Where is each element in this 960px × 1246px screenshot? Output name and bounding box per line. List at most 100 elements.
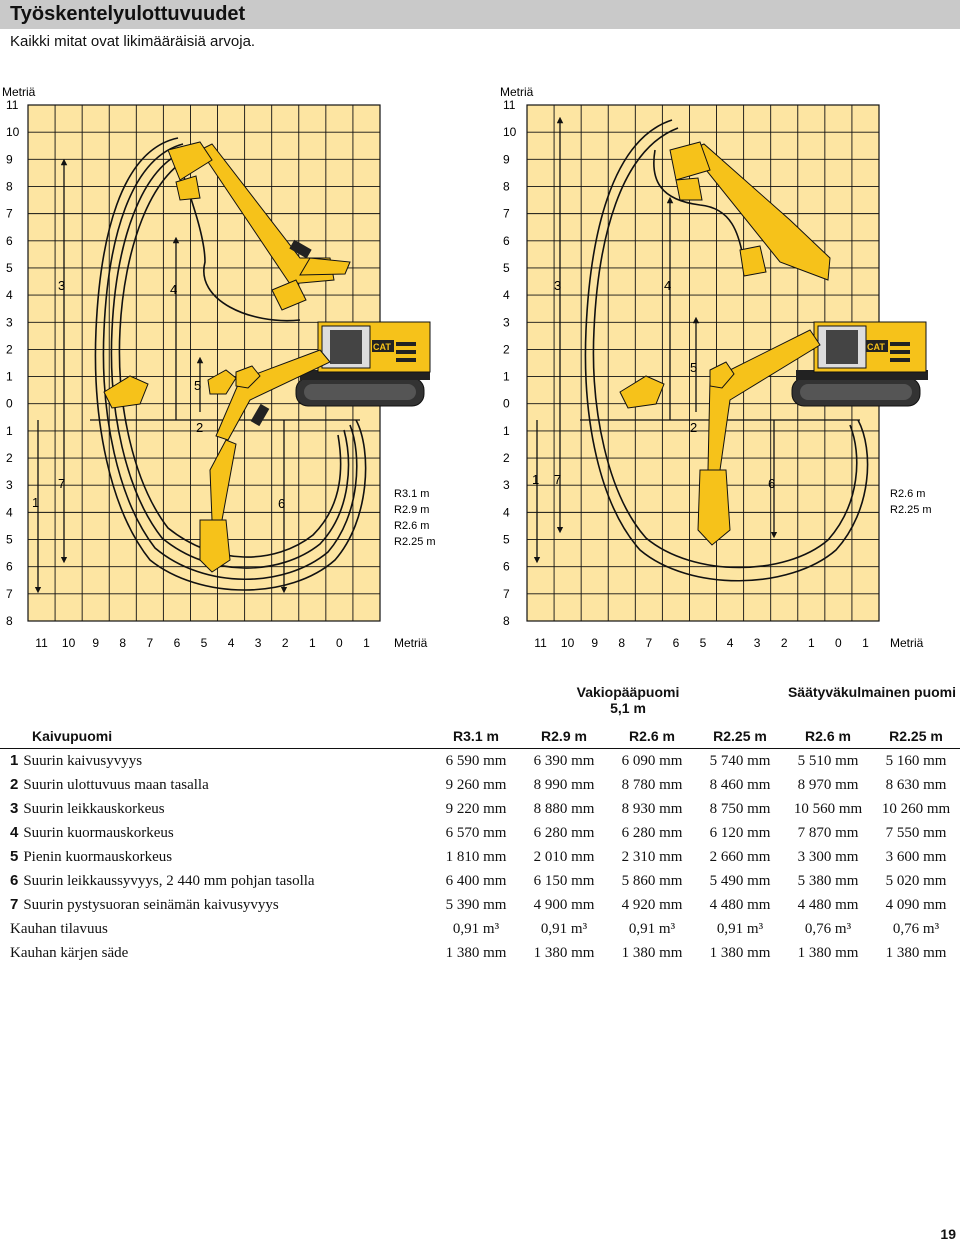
table-cell: 9 260 mm [445, 776, 507, 793]
y-tick-label: 11 [503, 98, 516, 112]
table-cell: 4 090 mm [885, 896, 947, 913]
y-tick-label: 1 [6, 424, 13, 438]
table-cell: 10 560 mm [793, 800, 863, 817]
marker-7: 7 [58, 476, 65, 491]
y-tick-label: 4 [503, 288, 510, 302]
x-tick-label: 4 [727, 636, 734, 650]
x-tick-label: 3 [754, 636, 761, 650]
x-tick-label: 0 [336, 636, 343, 650]
x-tick-label: 7 [147, 636, 154, 650]
marker-6: 6 [768, 476, 775, 491]
cat-logo: CAT [373, 342, 391, 352]
table-cell: 8 880 mm [533, 800, 595, 817]
y-tick-label: 3 [503, 478, 510, 492]
marker-4: 4 [170, 282, 177, 297]
row-label-text: Suurin leikkauskorkeus [23, 801, 165, 817]
table-group-header: Vakiopääpuomi Säätyväkulmainen puomi [0, 676, 960, 700]
table-cell: 6 280 mm [533, 824, 595, 841]
table-cell: 8 930 mm [621, 800, 683, 817]
table-cell: 1 380 mm [533, 944, 595, 961]
row-number: 1 [10, 752, 19, 769]
group-standard-boom: Vakiopääpuomi [576, 684, 680, 700]
row-number: 7 [10, 896, 19, 913]
y-tick-label: 0 [6, 397, 13, 411]
marker-3: 3 [58, 278, 65, 293]
title-band [0, 0, 960, 29]
spec-table: Vakiopääpuomi Säätyväkulmainen puomi 5,1… [0, 676, 960, 965]
table-cell: 5 380 mm [797, 872, 859, 889]
table-cell: 8 970 mm [797, 776, 859, 793]
table-column-header: Kaivupuomi R3.1 m R2.9 m R2.6 m R2.25 m … [0, 724, 960, 749]
y-tick-label: 5 [6, 533, 13, 547]
row-number: 6 [10, 872, 19, 889]
table-cell: 5 510 mm [797, 752, 859, 769]
y-tick-label: 4 [503, 505, 510, 519]
table-cell: 2 310 mm [621, 848, 683, 865]
y-tick-label: 9 [503, 152, 510, 166]
y-tick-label: 7 [6, 207, 13, 221]
marker-1: 1 [532, 472, 539, 487]
x-tick-label: 9 [591, 636, 598, 650]
y-tick-label: 0 [503, 397, 510, 411]
table-cell: 10 260 mm [881, 800, 951, 817]
table-cell: 1 380 mm [709, 944, 771, 961]
table-cell: 5 160 mm [885, 752, 947, 769]
table-cell: 3 300 mm [797, 848, 859, 865]
table-cell: 4 480 mm [797, 896, 859, 913]
table-cell: 9 220 mm [445, 800, 507, 817]
y-unit-label: Metriä [2, 85, 36, 99]
group-variable-boom: Säätyväkulmainen puomi [787, 684, 957, 700]
x-tick-label: 6 [673, 636, 680, 650]
y-tick-label: 5 [503, 533, 510, 547]
page-title: Työskentelyulottuvuudet [10, 3, 246, 25]
row-number: 2 [10, 776, 19, 793]
y-tick-label: 4 [6, 505, 13, 519]
column-header: R2.25 m [696, 724, 784, 749]
column-header: R2.6 m [608, 724, 696, 749]
y-tick-label: 1 [6, 370, 13, 384]
dimension-markers: 1 2 3 4 5 6 7 [532, 278, 775, 491]
x-tick-label: 11 [35, 636, 48, 650]
stick-label: R3.1 m [394, 488, 429, 500]
table-cell: 0,91 m³ [540, 920, 588, 937]
table-cell: 0,76 m³ [804, 920, 852, 937]
y-tick-label: 9 [6, 152, 13, 166]
table-cell: 4 900 mm [533, 896, 595, 913]
y-tick-label: 2 [503, 451, 510, 465]
table-cell: 4 480 mm [709, 896, 771, 913]
table-cell: 5 490 mm [709, 872, 771, 889]
marker-4: 4 [664, 278, 671, 293]
row-label: Kauhan kärjen säde [0, 941, 432, 965]
stick-label: R2.25 m [890, 504, 932, 516]
y-tick-label: 6 [6, 560, 13, 574]
column-header: R2.25 m [872, 724, 960, 749]
page-header: Työskentelyulottuvuudet Kaikki mitat ova… [0, 0, 960, 58]
table-cell: 1 380 mm [797, 944, 859, 961]
table-group-subheader: 5,1 m [0, 700, 960, 724]
table-cell: 6 120 mm [709, 824, 771, 841]
y-tick-label: 6 [6, 234, 13, 248]
x-tick-label: 10 [62, 636, 76, 650]
y-tick-label: 6 [503, 560, 510, 574]
y-tick-label: 8 [503, 179, 510, 193]
stick-label: R2.6 m [890, 488, 925, 500]
table-cell: 8 630 mm [885, 776, 947, 793]
table-cell: 8 780 mm [621, 776, 683, 793]
y-tick-label: 10 [503, 125, 517, 139]
y-unit-label: Metriä [500, 85, 534, 99]
x-tick-label: 7 [646, 636, 653, 650]
y-tick-label: 11 [6, 98, 19, 112]
marker-5: 5 [194, 378, 201, 393]
x-tick-label: 8 [618, 636, 625, 650]
x-tick-label: 1 [363, 636, 370, 650]
stick-length-labels: R2.6 m R2.25 m [890, 488, 932, 516]
x-unit-label: Metriä [890, 636, 924, 650]
